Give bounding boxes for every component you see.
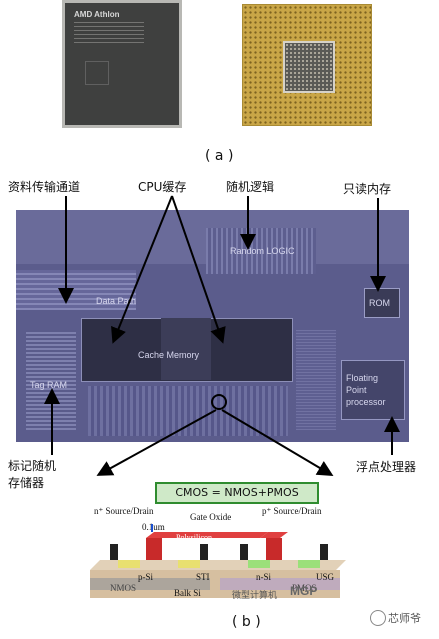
- watermark-logo: MGP: [290, 584, 318, 598]
- caption-b: ( b ): [232, 614, 261, 630]
- die-right-logic: [296, 330, 336, 430]
- arrow-zoom-right: [221, 409, 334, 477]
- die-label-data-path: Data Path: [96, 296, 137, 306]
- label-tag-ram: 标记随机 存储器: [8, 459, 57, 490]
- polysilicon-top: [146, 532, 268, 538]
- cmos-title-box: CMOS = NMOS+PMOS: [155, 482, 319, 504]
- label-p-source: p⁺ Source/Drain: [262, 506, 322, 516]
- nmos-gate: [146, 538, 162, 560]
- contact-2: [200, 544, 208, 560]
- arrow-cache-right: [171, 195, 226, 344]
- label-bulk-si: Balk Si: [174, 588, 201, 598]
- wechat-logo-icon: [370, 610, 386, 626]
- label-n-source: n⁺ Source/Drain: [94, 506, 154, 516]
- die-label-cache-memory: Cache Memory: [138, 350, 200, 360]
- chip-stamp: [85, 61, 109, 85]
- arrow-zoom-left: [96, 409, 217, 476]
- polysilicon-right: [260, 532, 288, 538]
- caption-a: ( a ): [205, 148, 234, 164]
- die-label-tag-ram: Tag RAM: [30, 380, 68, 390]
- die-label-rom: ROM: [369, 298, 390, 308]
- label-p-si: p-Si: [138, 572, 154, 582]
- die-fpu-block: [341, 360, 405, 420]
- watermark-cn: 微型计算机: [232, 590, 278, 600]
- chip-brand-text: AMD Athlon: [74, 10, 120, 19]
- substrate-top: [90, 560, 346, 570]
- label-cpu-cache: CPU缓存: [138, 180, 187, 194]
- bulk-si-layer: [90, 570, 340, 598]
- n-source-region: [118, 560, 140, 568]
- label-gate-oxide: Gate Oxide: [190, 512, 232, 522]
- label-sti: STI: [196, 572, 210, 582]
- label-fpu: 浮点处理器: [356, 460, 417, 474]
- contact-4: [320, 544, 328, 560]
- die-data-path-block: [16, 270, 136, 310]
- chip-marking: [74, 21, 144, 43]
- label-random-logic: 随机逻辑: [226, 180, 275, 194]
- label-nmos: NMOS: [110, 583, 137, 593]
- zoom-circle: [211, 394, 227, 410]
- intel-cpu-pads-photo: [242, 4, 372, 126]
- die-cache-middle: [161, 318, 211, 380]
- die-lower-block: [88, 386, 288, 436]
- arrow-cache-left: [111, 195, 173, 344]
- nmos-well: [90, 578, 210, 590]
- author-watermark: 芯师爷: [388, 612, 421, 625]
- label-n-si: n-Si: [256, 572, 272, 582]
- die-rom-block: [364, 288, 400, 318]
- die-random-logic-block: [206, 228, 316, 274]
- label-pmos: PMOS: [292, 583, 317, 593]
- p-drain-region: [298, 560, 320, 568]
- cpu-center-core: [283, 41, 335, 93]
- label-usg: USG: [316, 572, 335, 582]
- die-label-random-logic: Random LOGIC: [230, 246, 295, 256]
- amd-cpu-photo: AMD Athlon: [62, 0, 182, 128]
- pmos-well: [220, 578, 340, 590]
- p-source-region: [248, 560, 270, 568]
- contact-3: [240, 544, 248, 560]
- label-polysilicon: Polysilicon: [176, 533, 213, 542]
- label-rom: 只读内存: [343, 182, 392, 196]
- label-size: 0.1um: [142, 522, 165, 532]
- die-label-fpu: Floating Point processor: [346, 373, 386, 407]
- n-drain-region: [178, 560, 200, 568]
- pmos-gate: [266, 538, 282, 560]
- contact-1: [110, 544, 118, 560]
- label-data-channel: 资料传输通道: [8, 180, 81, 194]
- cmos-cross-section: [90, 524, 346, 598]
